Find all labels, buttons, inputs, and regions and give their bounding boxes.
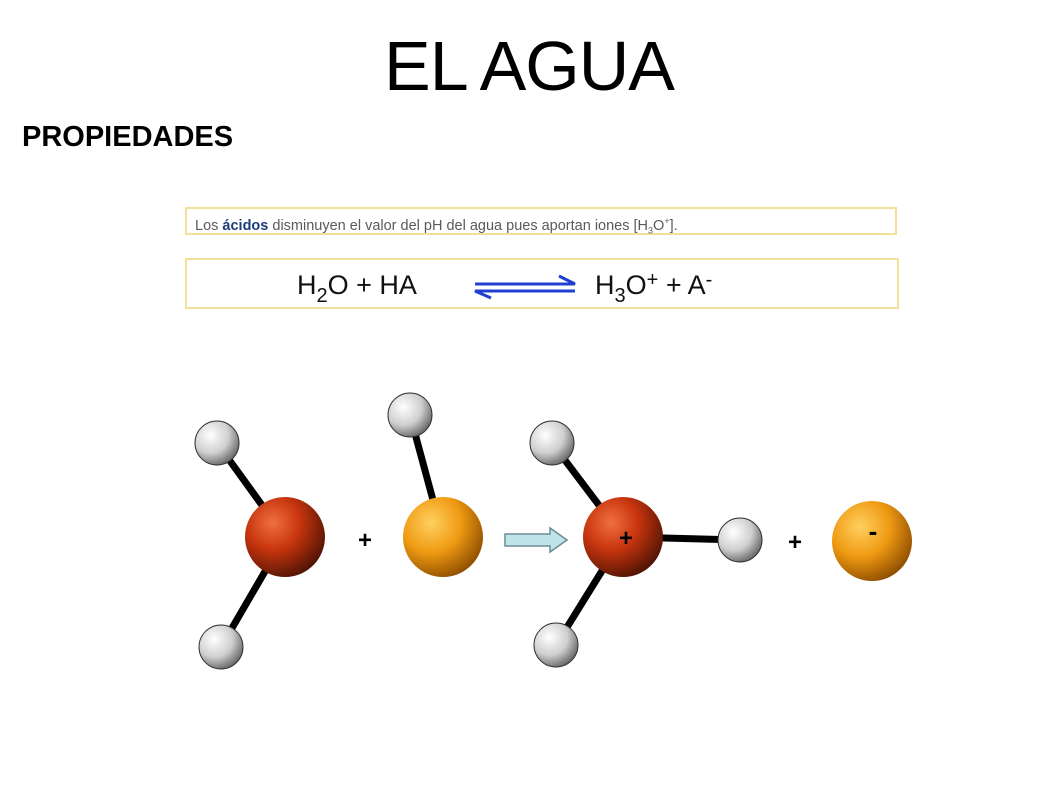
note-bold-acids: ácidos <box>222 217 269 234</box>
plus-sign: + <box>358 527 372 554</box>
hydrogen-atom <box>194 420 240 466</box>
acid-anion-atom <box>403 497 483 577</box>
eq-h-left: H <box>297 270 317 300</box>
eq-sub-3: 3 <box>614 285 626 307</box>
negative-charge: - <box>869 516 878 546</box>
note-subscript: 3 <box>648 225 654 236</box>
hydrogen-atom <box>533 622 579 668</box>
anion-atom <box>832 501 912 581</box>
oxygen-atom <box>245 497 325 577</box>
hydrogen-atom <box>529 420 575 466</box>
eq-o-ha: O + HA <box>327 270 417 300</box>
note-end: ]. <box>669 217 678 234</box>
eq-a: + A <box>658 270 706 300</box>
note-after-sub: O <box>653 217 665 234</box>
oxygen-atom <box>583 497 663 577</box>
eq-h-right: H <box>595 270 615 300</box>
section-subtitle: PROPIEDADES <box>22 121 234 153</box>
eq-sub-2: 2 <box>316 285 328 307</box>
plus-sign: + <box>788 529 802 556</box>
equation-products: H3O+ + A- <box>595 269 713 306</box>
hydrogen-atom <box>387 392 433 438</box>
equation-box: H2O + HA H3O+ + A- <box>185 258 899 309</box>
positive-charge: + <box>619 525 633 552</box>
hydrogen-atom <box>717 517 763 563</box>
equilibrium-arrow-icon <box>474 274 576 300</box>
eq-o-right: O <box>625 270 647 300</box>
reaction-arrow-icon <box>504 526 569 554</box>
note-suffix: disminuyen el valor del pH del agua pues… <box>268 217 649 234</box>
eq-sup-plus: + <box>646 269 659 291</box>
equation-reactants: H2O + HA <box>297 270 417 306</box>
page-title: EL AGUA <box>384 27 675 105</box>
note-prefix: Los <box>195 217 223 234</box>
note-superscript: + <box>664 216 670 226</box>
acid-note-box: Los ácidos disminuyen el valor del pH de… <box>185 207 897 236</box>
eq-sup-minus: - <box>705 269 713 291</box>
hydrogen-atom <box>198 624 244 670</box>
